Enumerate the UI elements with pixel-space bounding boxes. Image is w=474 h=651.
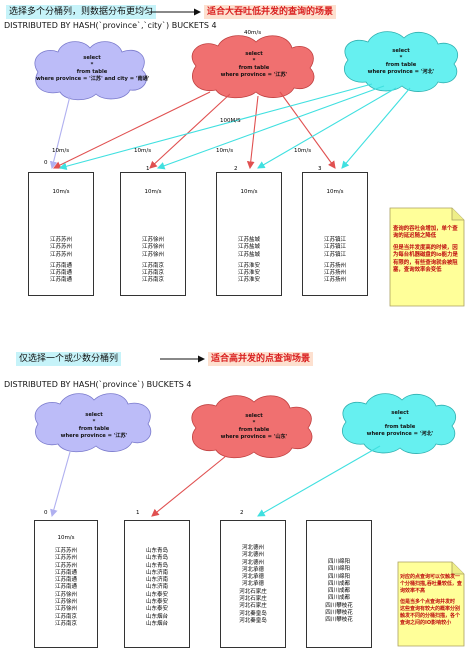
section1-arrow-label-3: 10m/s xyxy=(294,148,312,154)
section1-bucket-index-1: 1 xyxy=(146,166,150,172)
section2-note xyxy=(397,561,465,647)
section1-bucket-1: 10m/s 江苏徐州江苏徐州江苏徐州江苏南京江苏南京江苏南京 xyxy=(120,172,186,296)
section2-bucket-index-2: 2 xyxy=(240,510,244,516)
section2-scenario: 适合高并发的点查询场景 xyxy=(208,352,314,366)
section2-cloud-2 xyxy=(191,395,313,459)
section1-bucket-index-0: 0 xyxy=(44,160,48,166)
section1-distributed-by: DISTRIBUTED BY HASH(`province`,`city`) B… xyxy=(4,21,217,30)
section2-bucket-1: 山东青岛山东青岛山东青岛山东济南山东济南山东济南山东泰安山东泰安山东泰安山东烟台… xyxy=(124,520,190,648)
section1-arrow-label-1: 10m/s xyxy=(134,148,152,154)
section2-cloud-1 xyxy=(34,393,152,453)
section2-bucket-0: 10m/s 江苏苏州江苏苏州江苏苏州江苏南通江苏南通江苏南通江苏徐州江苏徐州江苏… xyxy=(34,520,98,648)
section1-arrow-label-0: 10m/s xyxy=(52,148,70,154)
section1-instruction: 选择多个分桶列，则数据分布更均匀 xyxy=(6,5,157,19)
section1-top-rate: 40m/s xyxy=(244,30,262,36)
section1-cloud-2 xyxy=(191,35,315,99)
section1-bucket-2: 10m/s 江苏盐城江苏盐城江苏盐城江苏淮安江苏淮安江苏淮安 xyxy=(216,172,282,296)
section1-mid-rate: 100M/S xyxy=(220,118,241,124)
section2-bucket-3: 四川绵阳四川绵阳四川绵阳四川成都四川成都四川成都四川攀枝花四川攀枝花四川攀枝花 xyxy=(306,520,372,648)
section2-note-text: 对应的点查询可以仅触发一个分桶扫描,吞吐量较低，查询效率不高但是当多个点查询并发… xyxy=(400,574,462,626)
section1-arrow-label-2: 10m/s xyxy=(216,148,234,154)
section1-bucket-3: 10m/s 江苏镇江江苏镇江江苏镇江江苏扬州江苏扬州江苏扬州 xyxy=(302,172,368,296)
section1-note-text: 查询的吞吐会增加，单个查询的延迟随之降低但是当并发度高的时候，因为每台机器磁盘的… xyxy=(393,226,458,274)
section2-bucket-2: 河北德州河北德州河北德州河北承德河北承德河北承德河北石家庄河北石家庄河北石家庄河… xyxy=(220,520,286,648)
section1-scenario: 适合大吞吐低并发的查询的场景 xyxy=(204,5,337,19)
section1-bucket-index-3: 3 xyxy=(318,166,322,172)
section2-bucket-index-1: 1 xyxy=(136,510,140,516)
section1-note xyxy=(389,207,465,307)
section2-instruction: 仅选择一个或少数分桶列 xyxy=(16,352,122,366)
section1-bucket-index-2: 2 xyxy=(234,166,238,172)
section1-bucket-0: 10m/s 江苏苏州江苏苏州江苏苏州江苏南通江苏南通江苏南通 xyxy=(28,172,94,296)
section1-cloud-3 xyxy=(343,31,459,92)
section2-bucket-index-0: 0 xyxy=(44,510,48,516)
section2-distributed-by: DISTRIBUTED BY HASH(`province`) BUCKETS … xyxy=(4,380,192,389)
section1-cloud-1 xyxy=(34,41,147,101)
